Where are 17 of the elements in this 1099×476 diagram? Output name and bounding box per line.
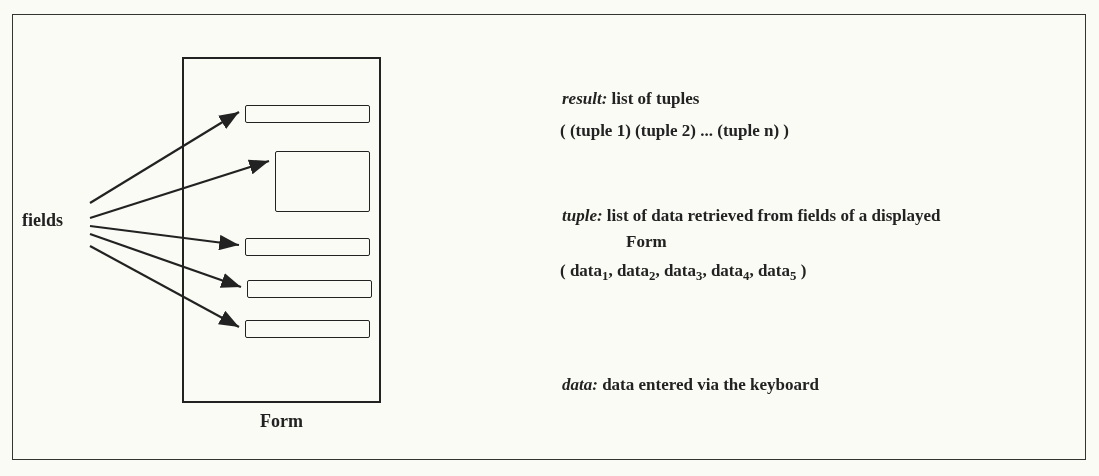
definition-text: tuple: list of data retrieved from fields of a displayed Form — [562, 205, 942, 253]
arrow — [89, 245, 240, 328]
field-box — [245, 320, 370, 338]
definition-text: ( (tuple 1) (tuple 2) ... (tuple n) ) — [560, 120, 790, 142]
form-caption: Form — [259, 411, 304, 432]
arrow — [89, 159, 270, 220]
arrow — [89, 224, 240, 251]
definition-text: result: list of tuples — [562, 88, 701, 110]
definition-text: data: data entered via the keyboard — [562, 374, 821, 396]
definition-text: ( data$_{1}$, data$_{2}$, data$_{3}$, data$_{4}$, data$_{5}$ ) — [560, 260, 808, 285]
field-box — [275, 151, 370, 212]
field-box — [247, 280, 372, 298]
arrow — [89, 232, 242, 289]
arrow — [89, 111, 240, 204]
field-box — [245, 105, 370, 123]
fields-label: fields — [22, 210, 63, 232]
field-box — [245, 238, 370, 256]
